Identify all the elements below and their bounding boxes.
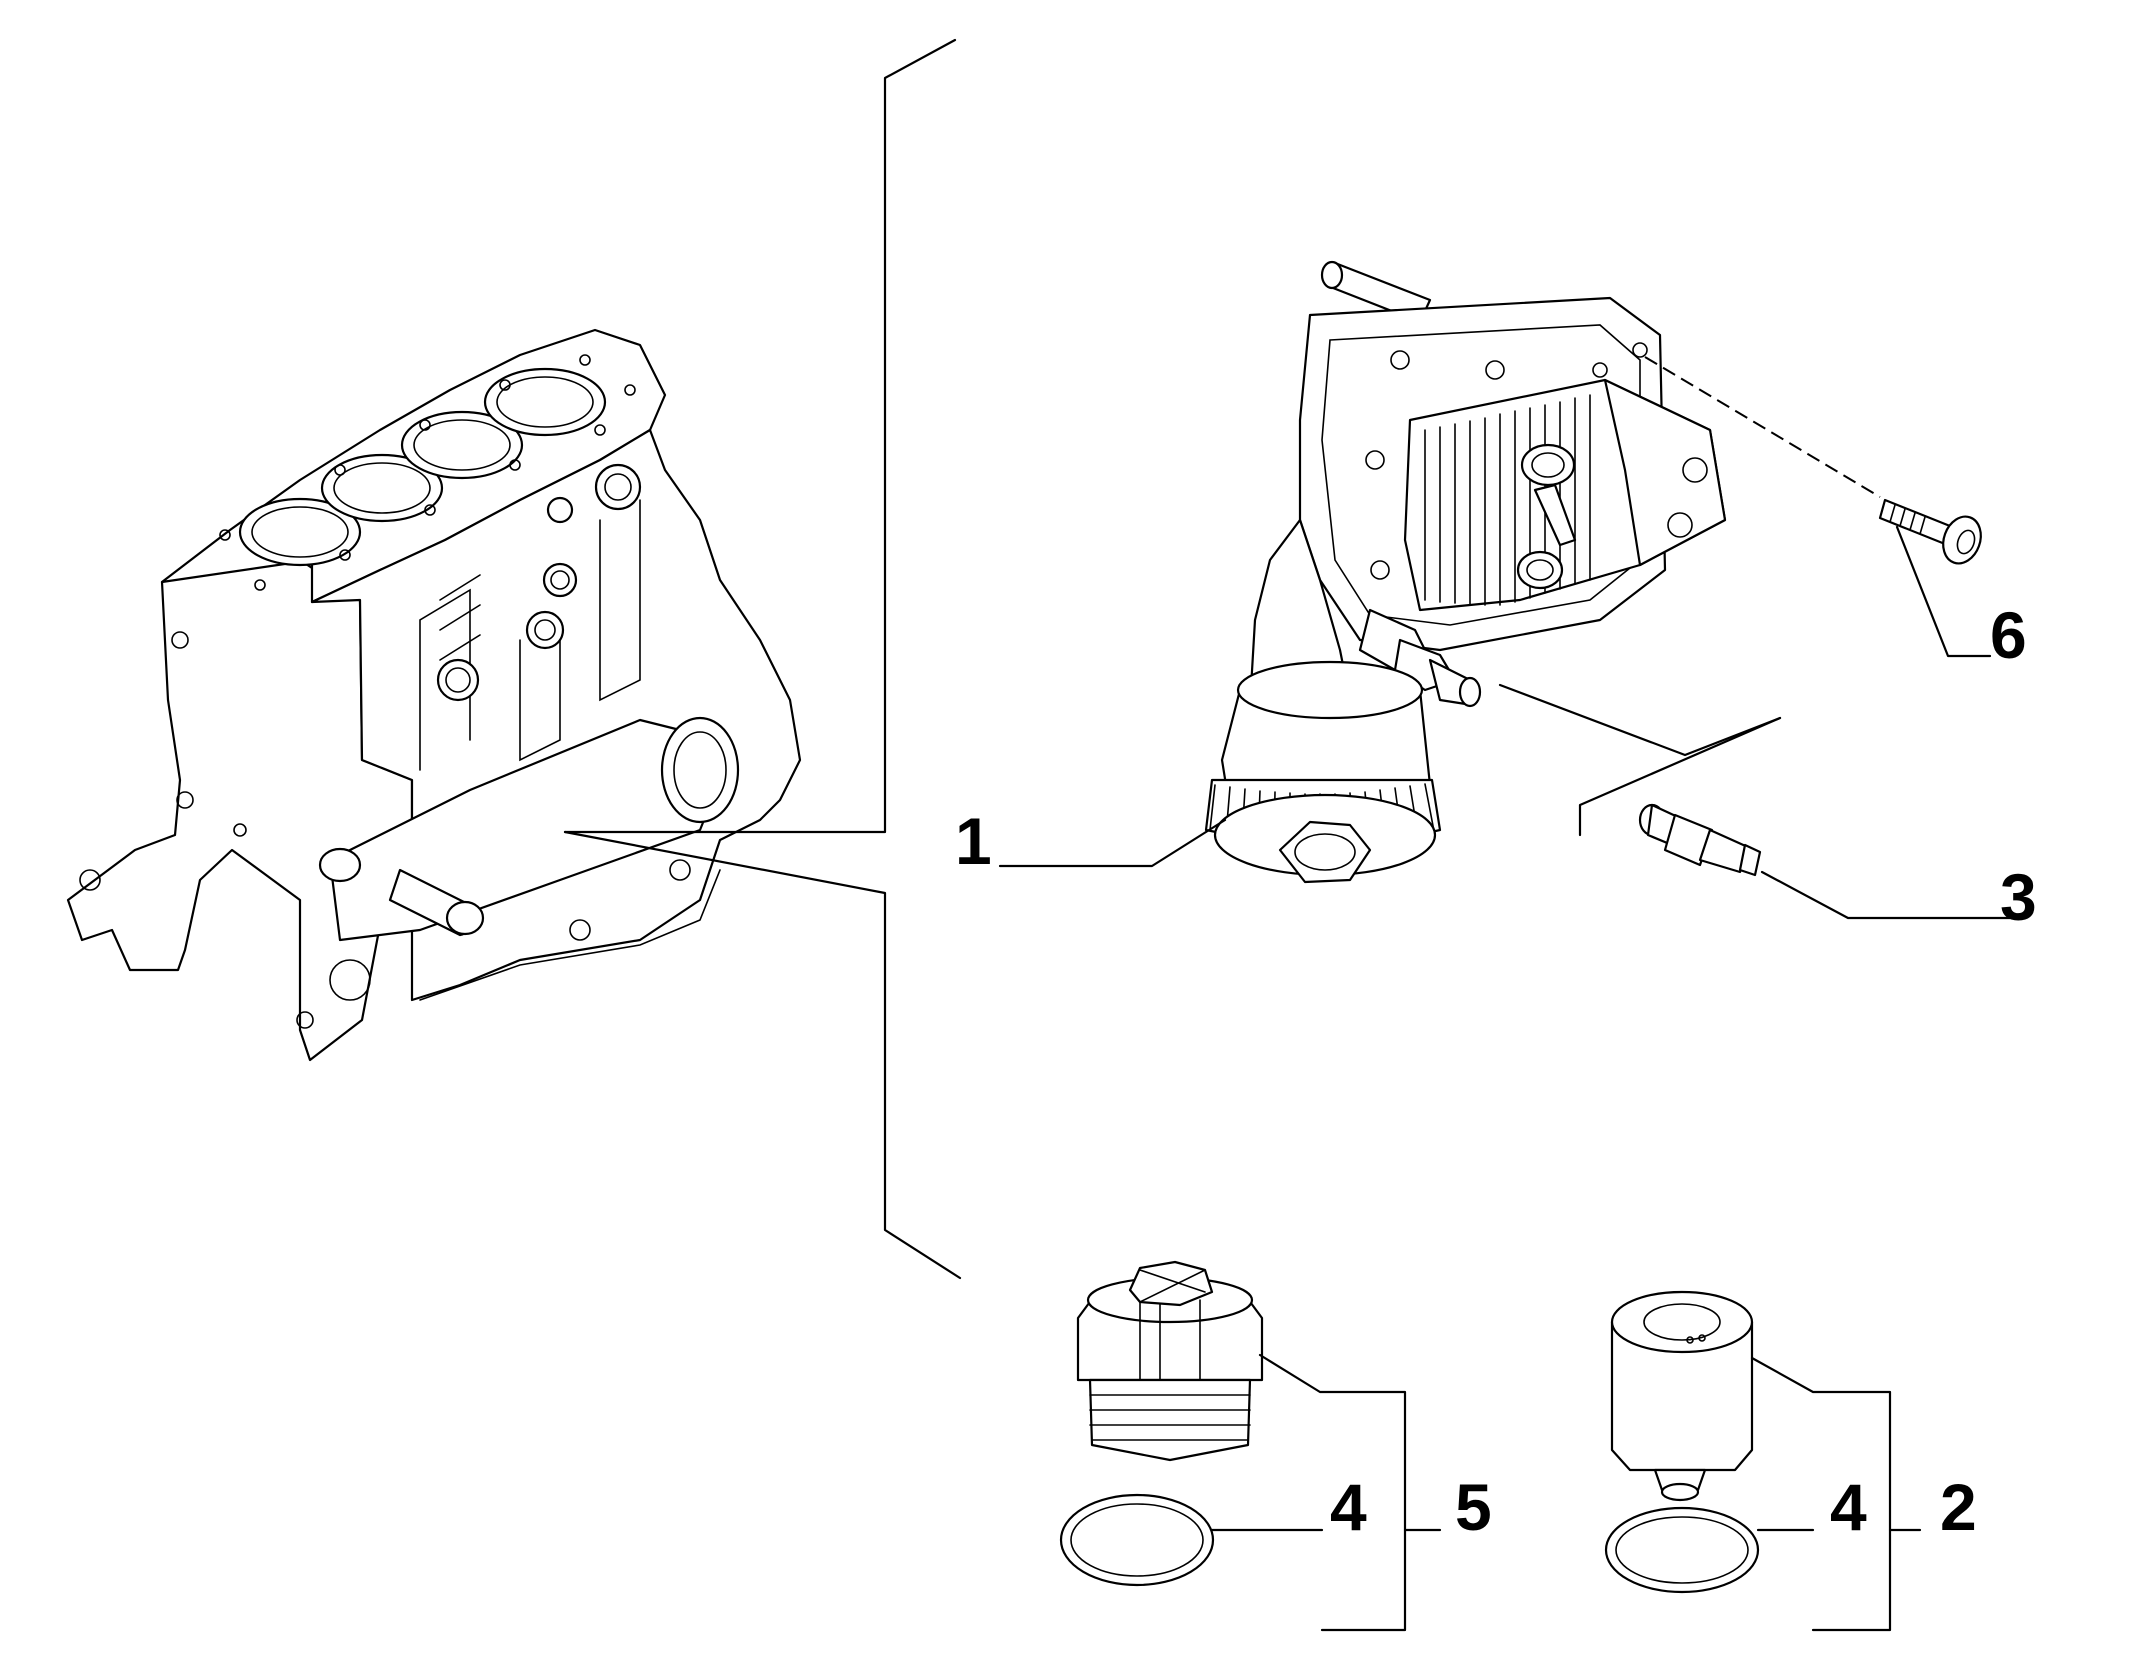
callout-6: 6 [1990, 598, 2027, 672]
assembly-bracket [563, 38, 962, 1280]
deck-holes [219, 354, 636, 591]
screw-icon [1878, 498, 1982, 565]
cartridge-filter-icon [1610, 1290, 1754, 1502]
callout-2: 2 [1940, 1470, 1977, 1544]
o-ring-icon [1059, 1493, 1215, 1587]
cylinder-bores [238, 367, 607, 567]
callout-4-cartridge: 4 [1830, 1470, 1867, 1544]
engine-block-icon [66, 328, 802, 1062]
callout-5: 5 [1455, 1470, 1492, 1544]
threaded-sensor-icon [1638, 803, 1762, 877]
leader-lines [998, 356, 2012, 1632]
o-ring-icon-2 [1604, 1506, 1760, 1594]
threaded-filter-cap-icon [1076, 1260, 1264, 1462]
callout-4-cap: 4 [1330, 1470, 1367, 1544]
oil-filter-housing-with-cooler-icon [1204, 260, 1727, 884]
callout-3: 3 [2000, 860, 2037, 934]
callout-1: 1 [955, 804, 992, 878]
